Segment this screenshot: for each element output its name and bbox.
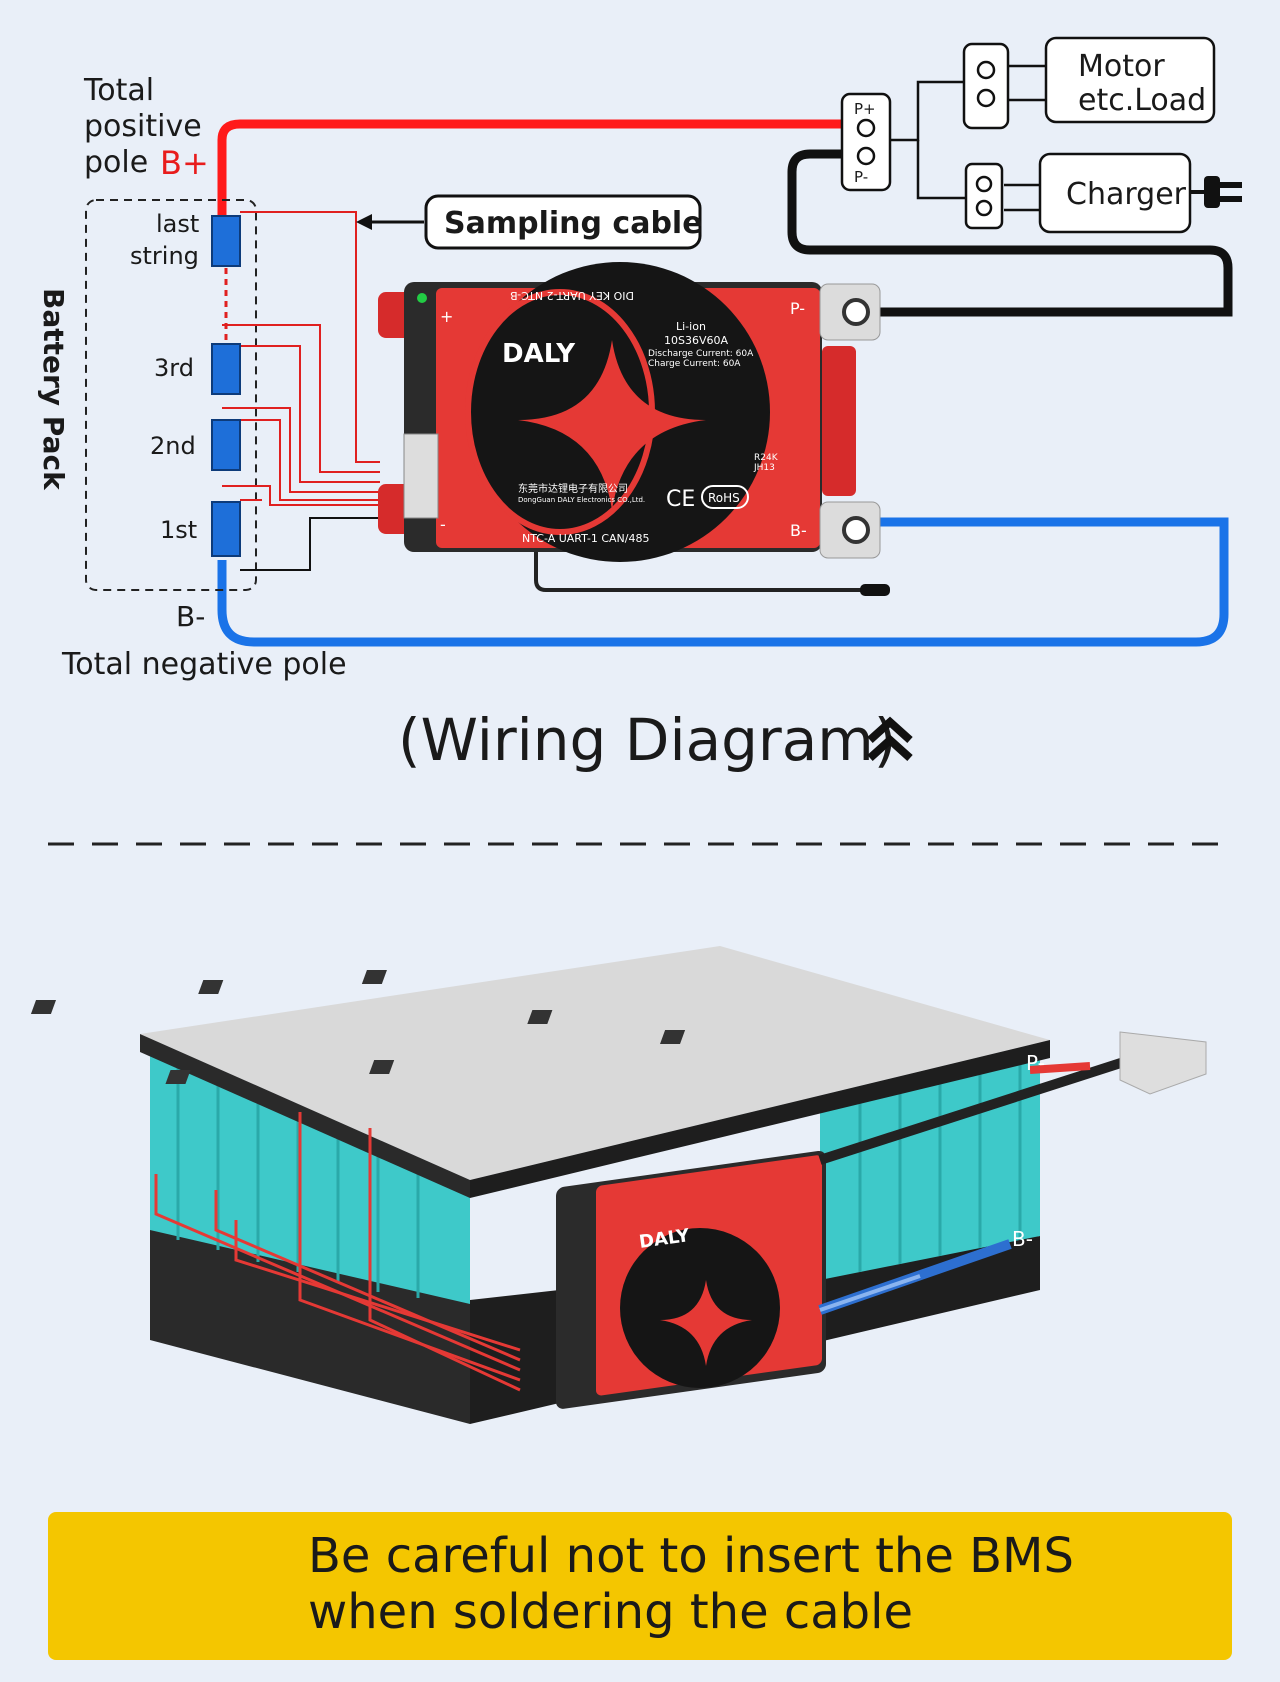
output-p-plus: P+	[854, 100, 876, 118]
motor-box	[1044, 36, 1216, 124]
bms-code2: JH13	[753, 463, 775, 473]
sampling-arrow-head	[356, 214, 372, 230]
motor-label-line2: etc.Load	[1078, 83, 1206, 118]
warning-text: Be careful not to insert the BMS when so…	[308, 1528, 1074, 1640]
warning-line1: Be careful not to insert the BMS	[308, 1528, 1074, 1584]
warning-banner: Be careful not to insert the BMS when so…	[48, 1512, 1232, 1660]
bms-charge: Charge Current: 60A	[648, 359, 741, 369]
sampling-cable-label: Sampling cable	[444, 206, 703, 241]
bms-minus: -	[440, 515, 446, 534]
b-plus-label: B+	[160, 144, 209, 182]
photo-p-minus: P-	[1026, 1051, 1045, 1075]
cell-last	[211, 215, 241, 267]
cell-label-last: last	[156, 210, 199, 238]
cell-label-string: string	[130, 242, 199, 270]
warning-line2: when soldering the cable	[308, 1584, 913, 1640]
bms-rohs: RoHS	[708, 491, 740, 505]
bms-top-ports: DIO KEY UART-2 NTC-B	[510, 289, 634, 302]
cell-1st	[211, 501, 241, 557]
total-positive-line1: Total	[83, 73, 154, 108]
charger-label: Charger	[1066, 177, 1187, 212]
battery-pack-outline	[85, 199, 257, 591]
bms-rohs-badge	[701, 485, 749, 509]
battery-pack-photo: DALY	[30, 946, 1207, 1424]
bms-company-en: DongGuan DALY Electronics CO.,Ltd.	[518, 496, 645, 504]
bms-code1: R24K	[754, 453, 779, 463]
positive-wire	[217, 119, 864, 222]
bms-company-cn: 东莞市达锂电子有限公司	[518, 482, 628, 495]
b-minus-label: B-	[176, 600, 205, 633]
cell-label-2nd: 2nd	[150, 432, 196, 460]
bms-bottom-ports: NTC-A UART-1 CAN/485	[522, 532, 649, 545]
sampling-black-wire	[240, 517, 380, 571]
sampling-wires	[222, 211, 380, 506]
photo-b-minus: B-	[1012, 1227, 1033, 1251]
bms-brand: DALY	[502, 339, 576, 369]
bms-discharge: Discharge Current: 60A	[648, 349, 754, 359]
battery-pack-label: Battery Pack	[37, 288, 70, 491]
total-negative-label: Total negative pole	[61, 647, 347, 682]
cell-label-3rd: 3rd	[154, 354, 194, 382]
total-positive-line3: pole	[84, 145, 148, 180]
cell-label-1st: 1st	[160, 516, 197, 544]
motor-label-line1: Motor	[1078, 49, 1165, 84]
output-branch-lines	[890, 64, 1046, 212]
cells	[211, 215, 241, 557]
p-minus-wire	[787, 149, 1233, 317]
output-p-minus: P-	[854, 168, 868, 186]
charger-plug	[964, 162, 1004, 230]
wiring-diagram-caption: (Wiring Diagram)	[398, 706, 896, 774]
bms-ce-mark: CE	[666, 487, 695, 512]
bms-model: 10S36V60A	[664, 334, 728, 347]
bms-p-minus: P-	[790, 299, 805, 318]
power-plug-icon	[1190, 176, 1242, 208]
output-connector	[840, 92, 892, 192]
cell-3rd	[211, 343, 241, 395]
bms-b-minus: B-	[790, 521, 807, 540]
bms-chem: Li-ion	[676, 320, 706, 333]
double-chevron-up-icon	[867, 716, 913, 761]
bms-plus: +	[440, 307, 453, 326]
total-positive-line2: positive	[84, 109, 202, 144]
sampling-cable-box	[424, 194, 702, 250]
bms-board	[378, 262, 890, 596]
negative-wire	[217, 517, 1229, 647]
motor-plug	[962, 42, 1010, 130]
cell-2nd	[211, 419, 241, 471]
